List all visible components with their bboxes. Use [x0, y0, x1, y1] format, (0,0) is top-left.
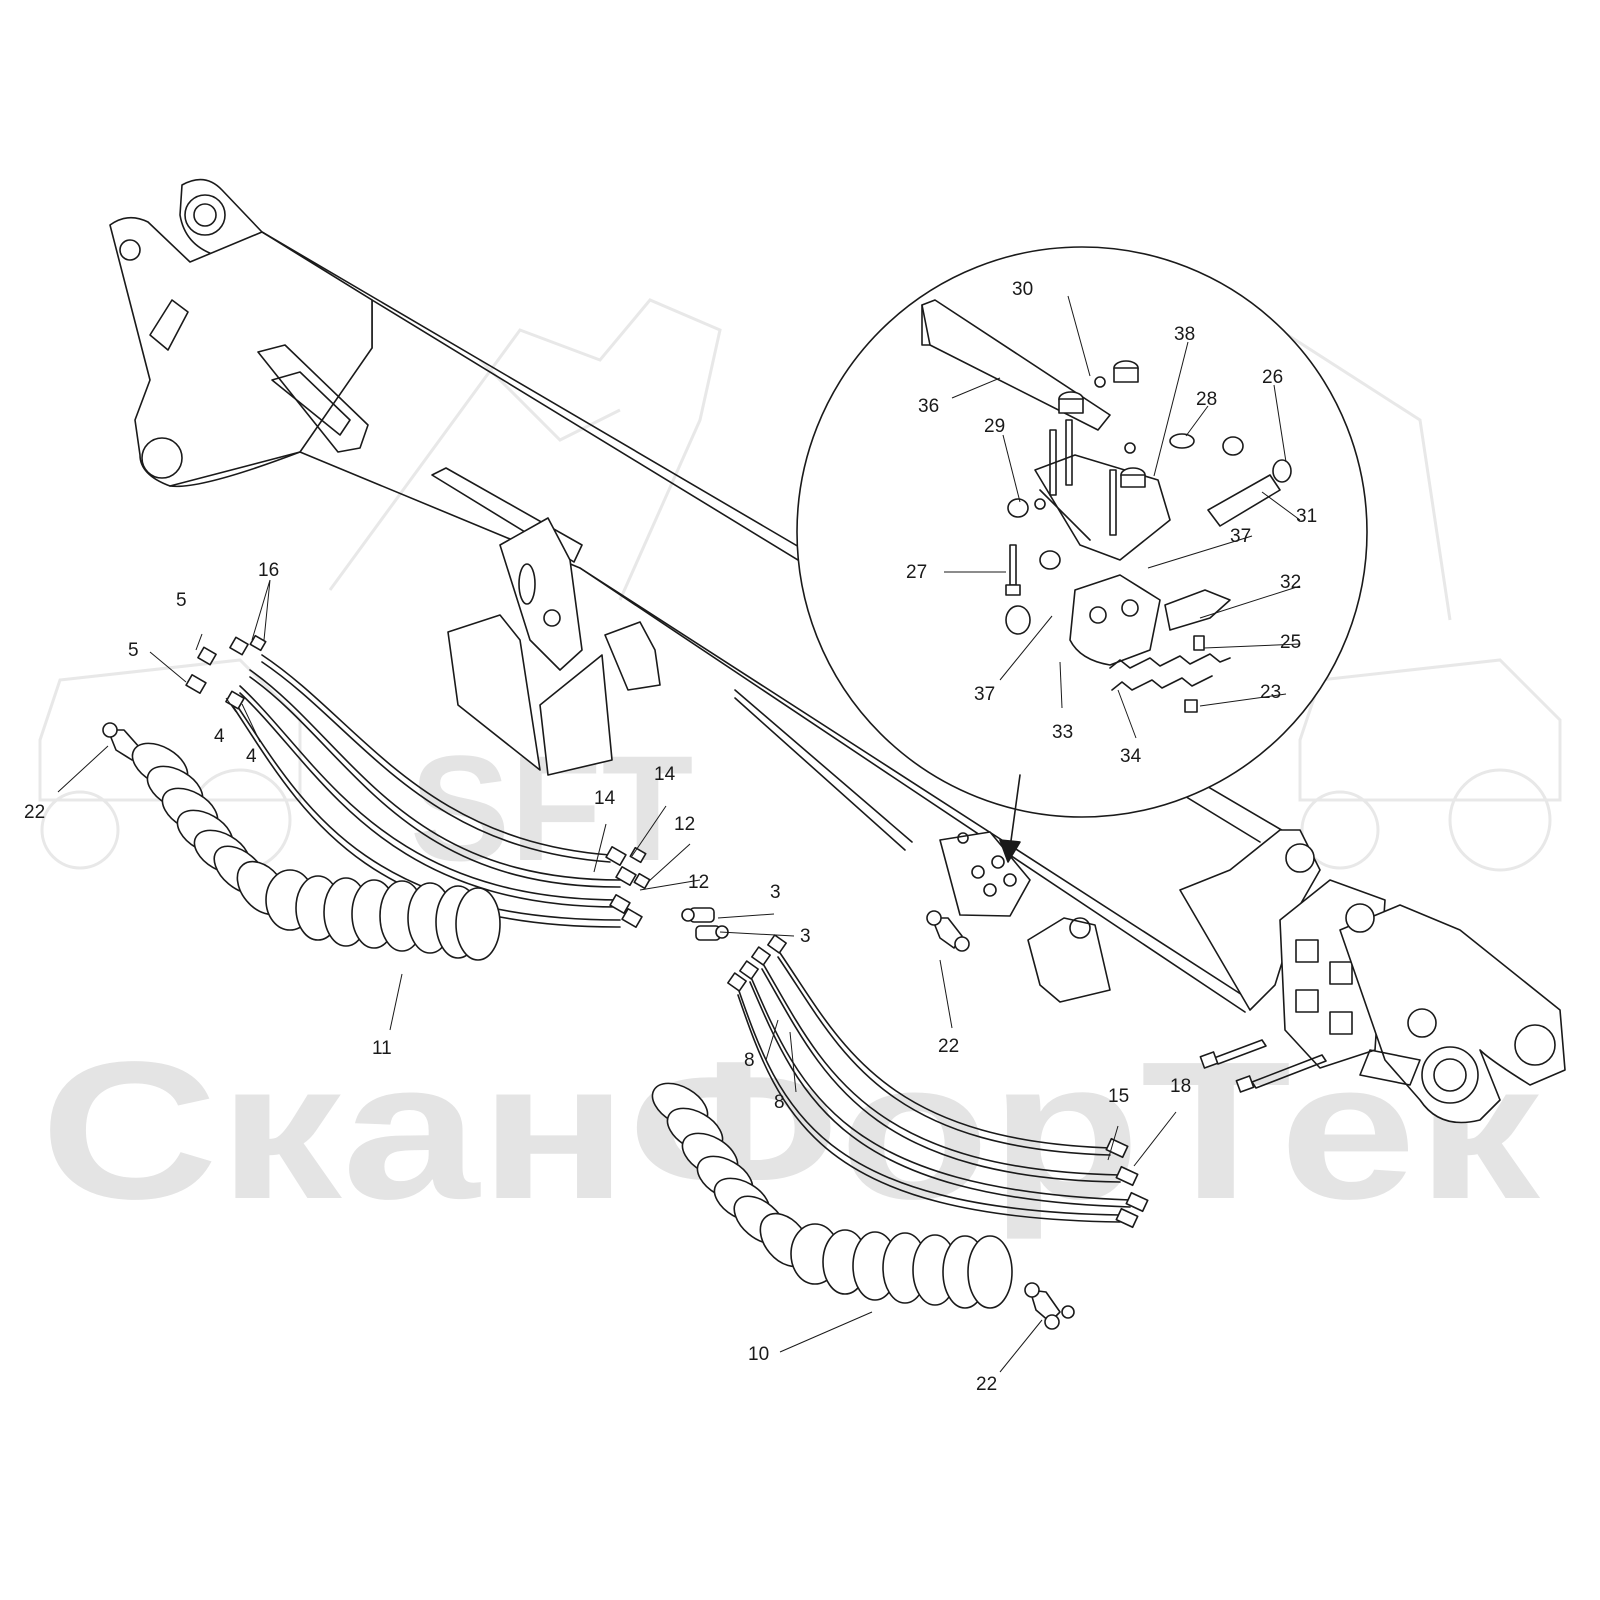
callout-14-lower: 14 [594, 788, 616, 809]
callout-3-lower: 3 [800, 926, 811, 947]
callout-12-upper: 12 [674, 814, 695, 835]
callout-29: 29 [984, 416, 1005, 437]
callout-30: 30 [1012, 279, 1033, 300]
callout-15: 15 [1108, 1086, 1129, 1107]
callout-12-lower: 12 [688, 872, 709, 893]
callout-33: 33 [1052, 722, 1073, 743]
couplings-3 [681, 907, 729, 941]
callout-14-upper: 14 [654, 764, 676, 785]
callout-5-lower: 5 [128, 640, 139, 661]
callout-37-upper: 37 [1230, 526, 1251, 547]
leader-lines [57, 295, 1301, 1373]
callout-4-left: 4 [214, 726, 225, 747]
callout-22-left: 22 [24, 802, 45, 823]
callout-8-upper: 8 [744, 1050, 755, 1071]
callout-5-upper: 5 [176, 590, 187, 611]
callout-34: 34 [1120, 746, 1142, 767]
callout-31: 31 [1296, 506, 1317, 527]
callout-22-center: 22 [938, 1036, 959, 1057]
callout-11: 11 [372, 1038, 392, 1059]
watermark-tractor-right [1298, 658, 1562, 872]
callout-3-upper: 3 [770, 882, 781, 903]
detail-view [796, 246, 1368, 863]
callout-28: 28 [1196, 389, 1217, 410]
callout-26: 26 [1262, 367, 1283, 388]
callout-4-right: 4 [246, 746, 257, 767]
clamp-22-lower [1024, 1282, 1075, 1330]
callout-10: 10 [748, 1344, 769, 1365]
spiral-hose-guard-lower [651, 1082, 1013, 1309]
callout-25: 25 [1280, 632, 1301, 653]
callout-22-lower: 22 [976, 1374, 997, 1395]
callout-27: 27 [906, 562, 927, 583]
callout-37-lower: 37 [974, 684, 995, 705]
callout-labels: 30 38 26 36 29 28 31 37 27 32 25 37 23 3… [24, 279, 1317, 1395]
callout-36: 36 [918, 396, 939, 417]
clamp-22-center [926, 910, 970, 952]
hose-group-right [727, 934, 1149, 1229]
callout-16: 16 [258, 560, 279, 581]
callout-38: 38 [1174, 324, 1195, 345]
callout-23: 23 [1260, 682, 1281, 703]
callout-18: 18 [1170, 1076, 1191, 1097]
spiral-hose-guard-upper [131, 742, 501, 961]
callout-8-lower: 8 [774, 1092, 785, 1113]
callout-32: 32 [1280, 572, 1301, 593]
boom-arm [109, 178, 1566, 1124]
